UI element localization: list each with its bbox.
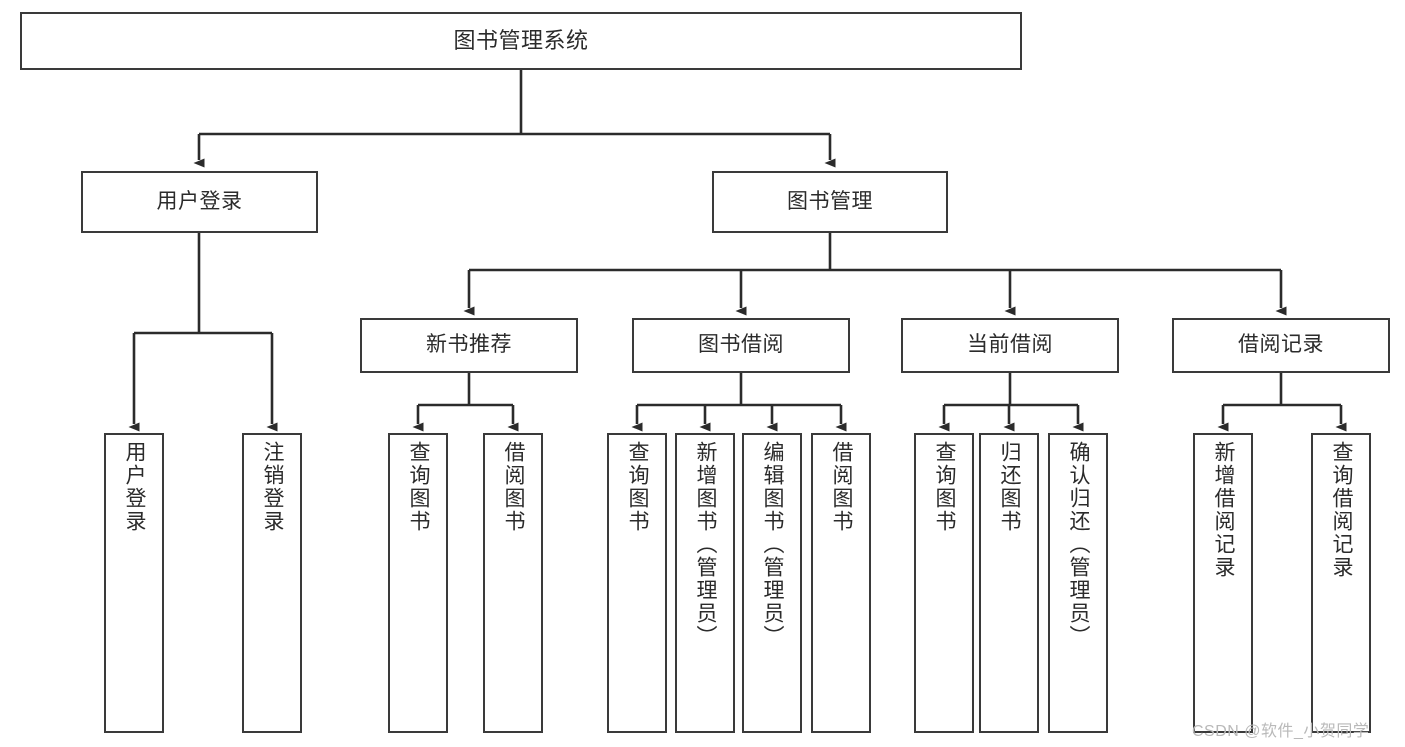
node-leaf-bb-query-book[interactable]: 查询图书 (607, 433, 667, 733)
node-book-borrow-label: 图书借阅 (698, 333, 784, 357)
node-leaf-bb-edit-book[interactable]: 编辑图书（管理员） (742, 433, 802, 733)
node-borrow-record[interactable]: 借阅记录 (1172, 318, 1390, 373)
node-root-system[interactable]: 图书管理系统 (20, 12, 1022, 70)
node-book-management-label: 图书管理 (787, 189, 873, 213)
node-leaf-bb-borrow-book[interactable]: 借阅图书 (811, 433, 871, 733)
node-leaf-bb-add-book-label: 新增图书（管理员） (694, 441, 718, 648)
node-leaf-bb-edit-book-label: 编辑图书（管理员） (761, 441, 785, 648)
node-leaf-cb-query-book-label: 查询图书 (933, 441, 957, 533)
node-book-borrow[interactable]: 图书借阅 (632, 318, 850, 373)
node-current-borrow-label: 当前借阅 (967, 333, 1053, 357)
node-leaf-cb-confirm-return[interactable]: 确认归还（管理员） (1048, 433, 1108, 733)
node-leaf-cb-return-book-label: 归还图书 (998, 441, 1022, 533)
node-leaf-cb-confirm-return-label: 确认归还（管理员） (1067, 441, 1091, 648)
node-leaf-user-login[interactable]: 用户登录 (104, 433, 164, 733)
node-leaf-br-query-record-label: 查询借阅记录 (1330, 441, 1354, 579)
node-user-login[interactable]: 用户登录 (81, 171, 318, 233)
node-leaf-bb-borrow-book-label: 借阅图书 (830, 441, 854, 533)
node-new-book-recommend[interactable]: 新书推荐 (360, 318, 578, 373)
node-leaf-user-login-label: 用户登录 (123, 441, 147, 533)
node-leaf-bb-query-book-label: 查询图书 (626, 441, 650, 533)
node-borrow-record-label: 借阅记录 (1238, 333, 1324, 357)
node-book-management[interactable]: 图书管理 (712, 171, 948, 233)
node-leaf-nb-borrow-book-label: 借阅图书 (502, 441, 526, 533)
node-leaf-cb-query-book[interactable]: 查询图书 (914, 433, 974, 733)
node-current-borrow[interactable]: 当前借阅 (901, 318, 1119, 373)
node-leaf-br-add-record-label: 新增借阅记录 (1212, 441, 1236, 579)
node-leaf-logout-label: 注销登录 (261, 441, 285, 533)
node-leaf-nb-query-book-label: 查询图书 (407, 441, 431, 533)
node-leaf-logout[interactable]: 注销登录 (242, 433, 302, 733)
node-root-system-label: 图书管理系统 (453, 28, 589, 54)
node-leaf-br-query-record[interactable]: 查询借阅记录 (1311, 433, 1371, 733)
node-user-login-label: 用户登录 (156, 189, 243, 213)
node-leaf-nb-query-book[interactable]: 查询图书 (388, 433, 448, 733)
node-leaf-cb-return-book[interactable]: 归还图书 (979, 433, 1039, 733)
node-leaf-bb-add-book[interactable]: 新增图书（管理员） (675, 433, 735, 733)
node-leaf-nb-borrow-book[interactable]: 借阅图书 (483, 433, 543, 733)
node-new-book-recommend-label: 新书推荐 (426, 333, 512, 357)
node-leaf-br-add-record[interactable]: 新增借阅记录 (1193, 433, 1253, 733)
csdn-watermark: CSDN @软件_小贺同学 (1192, 723, 1370, 740)
